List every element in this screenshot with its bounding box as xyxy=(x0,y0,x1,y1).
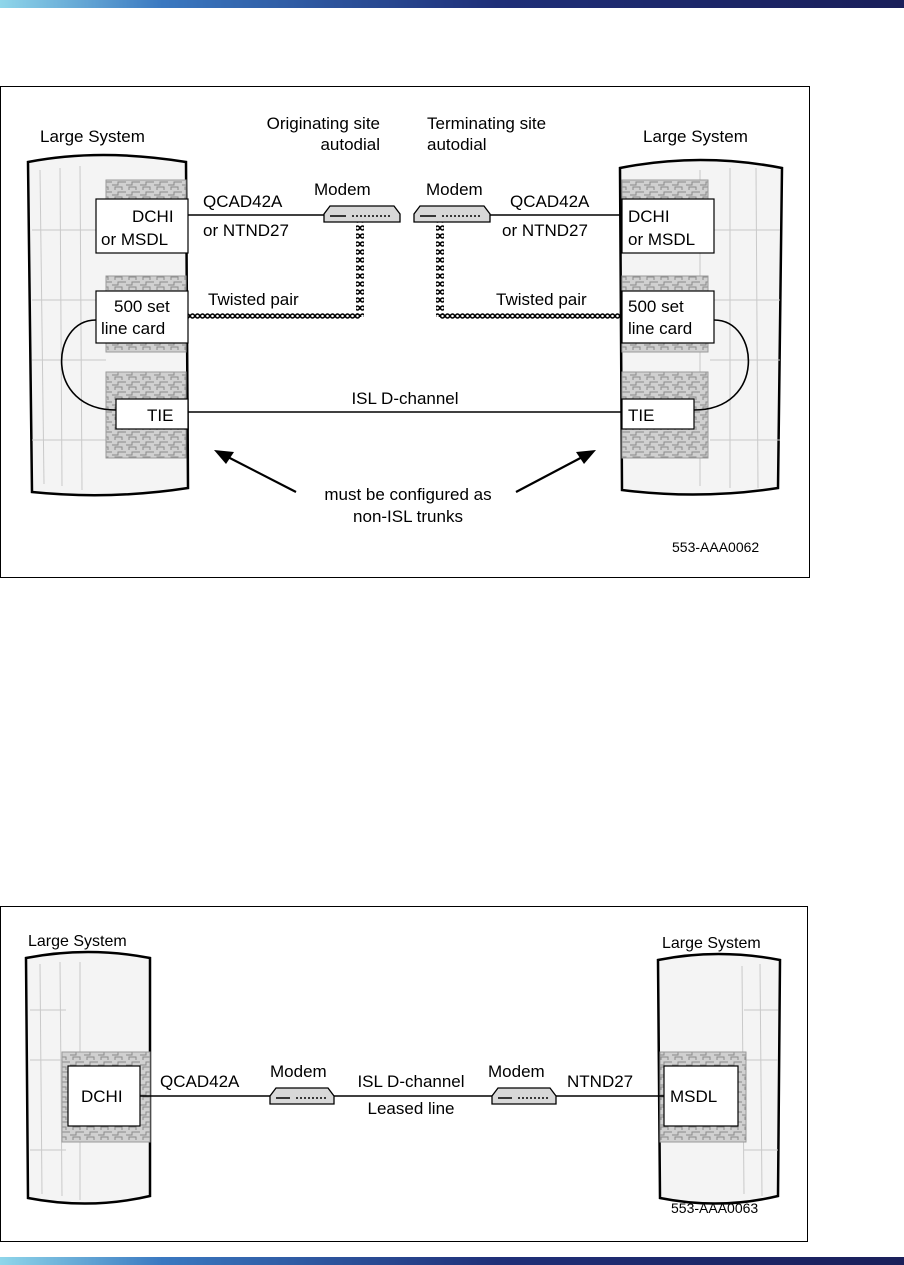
fig2-left-modem-icon xyxy=(269,1087,335,1105)
originating-site-label-1: Originating site xyxy=(267,114,380,133)
left-line-card-label-2: line card xyxy=(101,319,165,338)
fig2-right-modem-label: Modem xyxy=(488,1062,545,1081)
left-modem-label: Modem xyxy=(314,180,371,199)
figure-1-code: 553-AAA0062 xyxy=(672,539,759,555)
fig2-dchi-card xyxy=(67,1065,141,1127)
header-bar xyxy=(0,0,904,8)
left-twisted-pair-horizontal xyxy=(188,313,360,321)
terminating-site-label-1: Terminating site xyxy=(427,114,546,133)
left-arrow-icon xyxy=(214,450,297,493)
left-twisted-pair-vertical xyxy=(356,222,364,317)
left-qcad-label-1: QCAD42A xyxy=(203,192,283,211)
right-dchi-label-2: or MSDL xyxy=(628,230,695,249)
fig2-msdl-card xyxy=(663,1065,739,1127)
right-modem-label: Modem xyxy=(426,180,483,199)
fig2-msdl-label: MSDL xyxy=(670,1087,717,1106)
left-line-card xyxy=(95,290,189,344)
left-twisted-pair-label: Twisted pair xyxy=(208,290,299,309)
right-line-card xyxy=(621,290,715,344)
left-tie-card xyxy=(115,398,189,430)
fig2-ntnd-label: NTND27 xyxy=(567,1072,633,1091)
right-qcad-label-1: QCAD42A xyxy=(510,192,590,211)
right-twisted-pair-horizontal xyxy=(440,313,622,321)
fig2-left-modem-label: Modem xyxy=(270,1062,327,1081)
right-line-card-label-2: line card xyxy=(628,319,692,338)
fig2-isl-label: ISL D-channel xyxy=(357,1072,464,1091)
left-dchi-card xyxy=(95,198,189,254)
left-system-label: Large System xyxy=(40,127,145,146)
right-dchi-label-1: DCHI xyxy=(628,207,670,226)
right-twisted-pair-label: Twisted pair xyxy=(496,290,587,309)
left-loop-wire xyxy=(60,319,117,411)
note-label-1: must be configured as xyxy=(324,485,491,504)
left-line-card-label-1: 500 set xyxy=(114,297,170,316)
left-modem-icon xyxy=(323,205,401,223)
terminating-site-label-2: autodial xyxy=(427,135,487,154)
fig2-qcad-label: QCAD42A xyxy=(160,1072,240,1091)
right-dchi-card xyxy=(621,198,715,254)
footer-bar xyxy=(0,1257,904,1265)
fig2-right-system-label: Large System xyxy=(662,935,761,952)
fig2-dchi-label: DCHI xyxy=(81,1087,123,1106)
left-qcad-label-2: or NTND27 xyxy=(203,221,289,240)
right-twisted-pair-vertical xyxy=(436,222,444,317)
right-loop-wire xyxy=(693,319,750,411)
note-label-2: non-ISL trunks xyxy=(353,507,463,526)
right-tie-card xyxy=(621,398,695,430)
figure-2-code: 553-AAA0063 xyxy=(671,1200,758,1216)
isl-d-channel-label: ISL D-channel xyxy=(351,389,458,408)
right-qcad-label-2: or NTND27 xyxy=(502,221,588,240)
fig2-right-modem-icon xyxy=(491,1087,557,1105)
right-arrow-icon xyxy=(515,450,596,493)
right-line-card-label-1: 500 set xyxy=(628,297,684,316)
left-dchi-label-2: or MSDL xyxy=(101,230,168,249)
fig2-left-system-label: Large System xyxy=(28,933,127,950)
left-dchi-label-1: DCHI xyxy=(132,207,174,226)
originating-site-label-2: autodial xyxy=(320,135,380,154)
left-tie-label: TIE xyxy=(147,406,173,425)
right-tie-label: TIE xyxy=(628,406,654,425)
fig2-leased-line-label: Leased line xyxy=(368,1099,455,1118)
right-modem-icon xyxy=(413,205,491,223)
right-system-label: Large System xyxy=(643,127,748,146)
